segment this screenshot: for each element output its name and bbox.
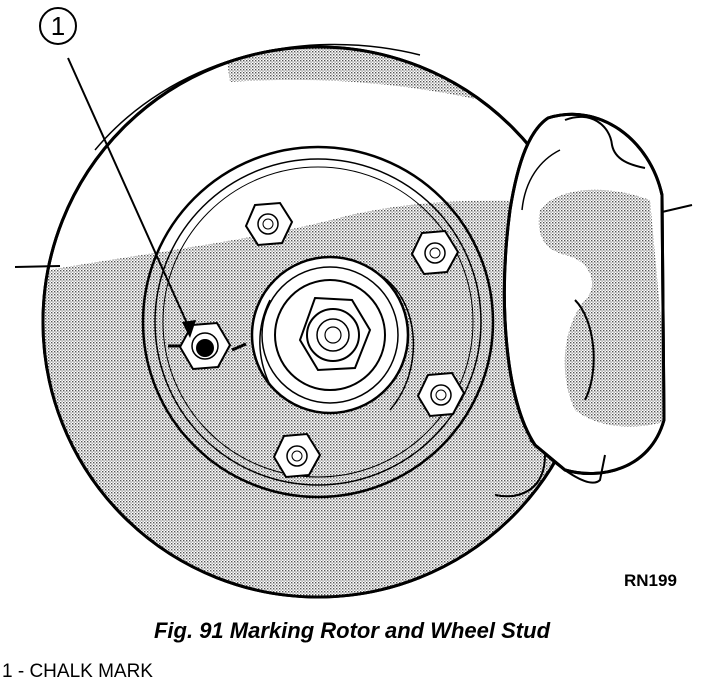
legend-item: 1 - CHALK MARK: [2, 661, 153, 682]
rotor-diagram: 1: [14, 7, 693, 599]
wheel-stud: [410, 229, 460, 276]
rotor-hat: [141, 145, 495, 499]
wheel-stud: [244, 201, 294, 247]
reference-line: [14, 265, 61, 268]
figure-caption: Fig. 91 Marking Rotor and Wheel Stud: [153, 618, 551, 643]
reference-code: RN199: [624, 571, 677, 590]
marked-wheel-stud: [178, 321, 232, 371]
callout-1: 1: [39, 7, 196, 338]
wheel-hub: [250, 255, 415, 415]
callout-number: 1: [51, 11, 65, 41]
brake-caliper: [494, 112, 693, 498]
wheel-stud: [272, 432, 322, 479]
wheel-stud: [416, 371, 466, 418]
chalk-mark: [168, 342, 247, 352]
